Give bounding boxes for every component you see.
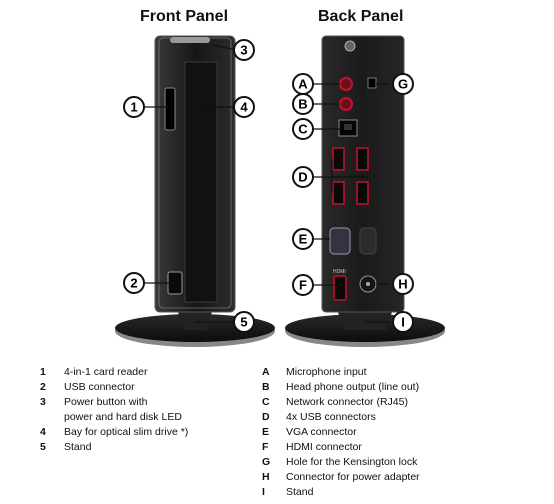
usb-port-2	[356, 147, 369, 171]
legend-text: Power button with	[64, 396, 148, 408]
callout-label: G	[398, 77, 408, 92]
back-panel-title: Back Panel	[318, 8, 404, 25]
legend-key: 4	[40, 426, 46, 438]
legend-text: 4x USB connectors	[286, 411, 376, 423]
callout-5: 5	[233, 311, 255, 333]
hdmi-port	[333, 275, 347, 301]
front-legend-item: 5 Stand	[40, 440, 188, 455]
back-legend-item: B Head phone output (line out)	[262, 380, 420, 395]
callout-label: F	[299, 278, 307, 293]
back-legend-item: C Network connector (RJ45)	[262, 395, 420, 410]
callout-label: C	[298, 122, 308, 137]
legend-key: 1	[40, 366, 46, 378]
front-legend: 1 4-in-1 card reader 2 USB connector 3 Power …	[40, 365, 188, 455]
callout-label: B	[298, 97, 307, 112]
callout-label: H	[398, 277, 407, 292]
legend-key: H	[262, 471, 270, 483]
kensington-slot	[367, 77, 377, 89]
callout-d: D	[292, 166, 314, 188]
legend-key: F	[262, 441, 269, 453]
callout-h: H	[392, 273, 414, 295]
callout-label: A	[298, 77, 308, 92]
back-legend-item: A Microphone input	[262, 365, 420, 380]
legend-text: HDMI connector	[286, 441, 362, 453]
legend-key: 3	[40, 396, 46, 408]
legend-text: Head phone output (line out)	[286, 381, 420, 393]
legend-key: 5	[40, 441, 46, 453]
callout-c: C	[292, 118, 314, 140]
usb-port-1	[332, 147, 345, 171]
device-diagram: HDMI 1 2 3 4 5 ABC D E F G H I	[115, 35, 445, 347]
vga-cover	[359, 227, 377, 255]
legend-key: G	[262, 456, 271, 468]
callout-label: 3	[240, 43, 247, 58]
screw-hole	[344, 40, 356, 52]
headphone-port	[339, 97, 353, 111]
callout-label: 1	[130, 100, 137, 115]
legend-key: 2	[40, 381, 46, 393]
legend-text-continued: power and hard disk LED	[64, 411, 182, 423]
legend-text: Microphone input	[286, 366, 367, 378]
front-panel-title: Front Panel	[140, 8, 229, 25]
callout-label: D	[298, 170, 307, 185]
usb-port-4	[356, 181, 369, 205]
front-legend-item: 2 USB connector	[40, 380, 188, 395]
front-legend-item: 4 Bay for optical slim drive *)	[40, 425, 188, 440]
legend-key: C	[262, 396, 270, 408]
callout-label: I	[401, 315, 405, 330]
callout-f: F	[292, 274, 314, 296]
front-legend-item: 3 Power button with	[40, 395, 188, 410]
usb-port-3	[332, 181, 345, 205]
legend-text: Stand	[64, 441, 92, 453]
callout-3: 3	[233, 39, 255, 61]
back-legend-item: F HDMI connector	[262, 440, 420, 455]
callout-label: E	[299, 232, 308, 247]
callout-label: 5	[240, 315, 247, 330]
legend-key: B	[262, 381, 270, 393]
legend-key: E	[262, 426, 270, 438]
callout-2: 2	[123, 272, 145, 294]
callout-e: E	[292, 228, 314, 250]
callout-label: 2	[130, 276, 137, 291]
legend-text: Bay for optical slim drive *)	[64, 426, 189, 438]
back-legend-item: H Connector for power adapter	[262, 470, 420, 485]
optical-drive-bay	[184, 61, 218, 303]
card-reader-slot	[164, 87, 176, 131]
legend-key: I	[262, 486, 265, 498]
callout-label: 4	[240, 100, 248, 115]
back-legend-item: I Stand	[262, 485, 420, 500]
callout-4: 4	[233, 96, 255, 118]
callout-b: B	[292, 93, 314, 115]
callout-a: A	[292, 73, 314, 95]
vga-port	[329, 227, 351, 255]
callout-i: I	[392, 311, 414, 333]
legend-text: Connector for power adapter	[286, 471, 420, 483]
legend-text: Network connector (RJ45)	[286, 396, 408, 408]
front-stand-neck	[178, 312, 212, 330]
legend-text: USB connector	[64, 381, 135, 393]
front-legend-item: 1 4-in-1 card reader	[40, 365, 188, 380]
legend-text: 4-in-1 card reader	[64, 366, 148, 378]
back-legend-item: D 4x USB connectors	[262, 410, 420, 425]
power-button	[170, 37, 210, 43]
legend-key: A	[262, 366, 270, 378]
legend-text: Hole for the Kensington lock	[286, 456, 418, 468]
legend-text: VGA connector	[286, 426, 357, 438]
back-legend-item: G Hole for the Kensington lock	[262, 455, 420, 470]
front-device	[115, 35, 275, 347]
legend-text: Stand	[286, 486, 314, 498]
callout-g: G	[392, 73, 414, 95]
legend-key: D	[262, 411, 270, 423]
microphone-port	[339, 77, 353, 91]
callout-1: 1	[123, 96, 145, 118]
hdmi-label: HDMI	[333, 269, 346, 275]
back-device: HDMI	[285, 35, 445, 347]
back-legend-item: E VGA connector	[262, 425, 420, 440]
back-stand-neck	[338, 312, 392, 330]
